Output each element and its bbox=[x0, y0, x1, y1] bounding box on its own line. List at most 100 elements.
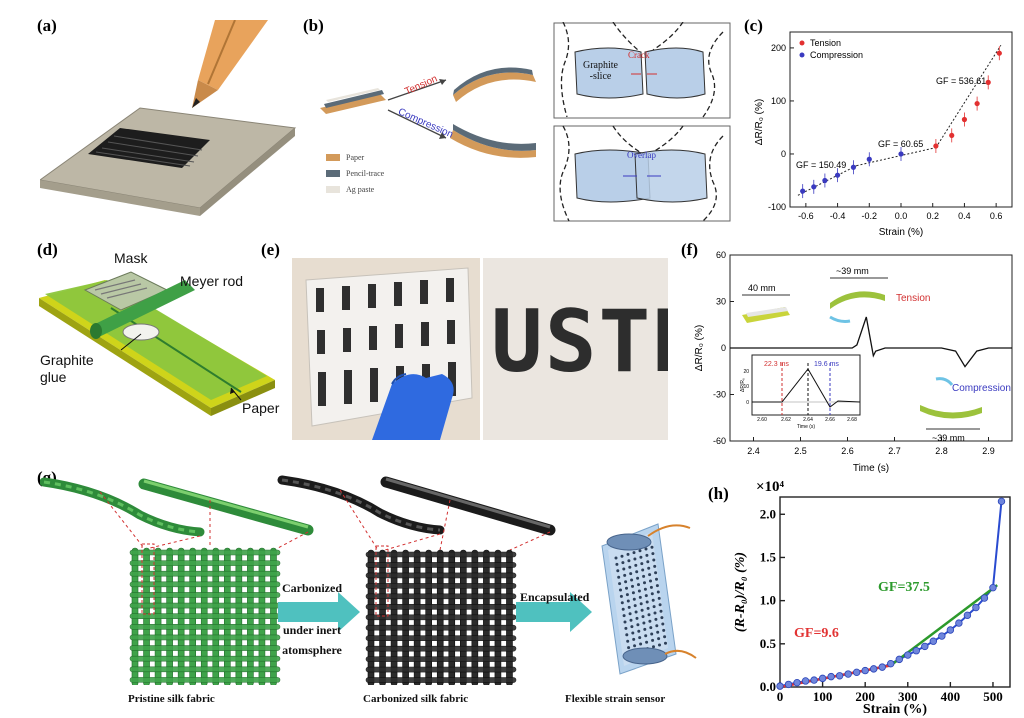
response-curve bbox=[730, 316, 1012, 368]
weave-weft-thread bbox=[365, 645, 517, 652]
chart-c-ytick-label: 0 bbox=[781, 149, 786, 159]
chart-h-point bbox=[895, 655, 903, 664]
tension-point bbox=[985, 79, 991, 85]
sensor-pattern-block bbox=[342, 286, 350, 310]
chart-h-xlabel: Strain (%) bbox=[863, 702, 928, 717]
sensor-grid-dot bbox=[658, 643, 661, 647]
compression-point bbox=[811, 184, 817, 190]
sensor-grid-dot bbox=[641, 615, 645, 619]
sensor-pattern-block bbox=[369, 326, 377, 350]
chart-c-fit-line bbox=[856, 147, 936, 167]
sensor-pattern-block bbox=[447, 320, 455, 344]
sensor-grid-dot bbox=[629, 618, 633, 622]
panel-a-label: (a) bbox=[37, 16, 57, 35]
sensor-grid-dot bbox=[657, 637, 661, 641]
sensor-grid-dot bbox=[620, 601, 624, 605]
chart-h-point bbox=[972, 603, 980, 612]
sensor-grid-dot bbox=[628, 565, 632, 569]
sensor-grid-dot bbox=[634, 610, 638, 614]
sensor-grid-dot bbox=[654, 617, 658, 621]
gf-label-3: GF = 536.61 bbox=[936, 76, 986, 86]
chart-f-xtick-label: 2.6 bbox=[841, 446, 854, 456]
pencil-icon bbox=[192, 20, 268, 108]
sensor-grid-dot bbox=[628, 612, 632, 616]
meyer-rod bbox=[90, 280, 195, 339]
sensor-grid-dot bbox=[648, 573, 652, 577]
sensor-strip-tension bbox=[830, 291, 885, 309]
sensor-grid-dot bbox=[663, 635, 667, 639]
chart-c-xtick-label: -0.6 bbox=[798, 211, 814, 221]
sensor-grid-dot bbox=[653, 564, 657, 568]
chart-c-xtick-label: -0.4 bbox=[830, 211, 846, 221]
sensor-grid-dot bbox=[632, 597, 636, 601]
inset-chart bbox=[751, 354, 861, 416]
chart-h-point bbox=[878, 663, 886, 671]
sensor-grid-dot bbox=[638, 595, 642, 599]
bent-sensor-photo bbox=[292, 258, 480, 440]
sensor-grid-dot bbox=[627, 605, 631, 609]
svg-text:Compression: Compression bbox=[810, 50, 863, 60]
chart-c-ytick-label: 100 bbox=[771, 96, 786, 106]
chart-c-ytick-label: 200 bbox=[771, 43, 786, 53]
sensor-pattern-block bbox=[394, 282, 402, 306]
graphite-slice-diagram bbox=[553, 22, 731, 222]
sensor-grid-dot bbox=[637, 589, 641, 593]
sensor-grid-dot bbox=[633, 604, 637, 608]
chart-f-xtick-label: 2.9 bbox=[982, 446, 995, 456]
chart-f-ylabel: ΔR/R₀ (%) bbox=[694, 325, 705, 371]
sensor-pattern-block bbox=[448, 362, 456, 396]
inset-xtick-2: 2.62 bbox=[781, 417, 791, 423]
sensor-grid-dot bbox=[640, 562, 644, 566]
sensor-grid-dot bbox=[635, 616, 639, 620]
compression-point bbox=[800, 188, 806, 194]
chart-h-xtick-label: 100 bbox=[813, 689, 833, 704]
tension-point bbox=[949, 132, 955, 139]
sensor-grid-dot bbox=[635, 570, 639, 574]
tension-point bbox=[996, 50, 1002, 56]
chart-h-xtick-label: 400 bbox=[941, 689, 961, 704]
sensor-pattern-block bbox=[395, 324, 403, 348]
chart-c-fit-line bbox=[935, 44, 1002, 148]
sensor-pattern-block bbox=[317, 330, 325, 354]
sensor-pattern-block bbox=[370, 368, 378, 402]
chart-h-ytick-label: 1.5 bbox=[760, 549, 777, 564]
chart-h-point bbox=[861, 666, 869, 675]
legend-ag-paste: Ag paste bbox=[346, 185, 375, 194]
tension-label-f: Tension bbox=[896, 293, 930, 304]
sensor-grid-dot bbox=[636, 623, 640, 627]
sensor-grid-dot bbox=[647, 566, 651, 570]
chart-h-point bbox=[827, 672, 835, 681]
sensor-grid-dot bbox=[647, 613, 651, 617]
inset-ytick-20: 20 bbox=[743, 369, 749, 375]
sensor-grid-dot bbox=[644, 547, 648, 551]
chart-h-point bbox=[989, 583, 997, 592]
sensor-grid-dot bbox=[634, 563, 638, 567]
sensor-grid-dot bbox=[614, 556, 618, 560]
chart-h-point bbox=[955, 619, 963, 627]
sensor-grid-dot bbox=[618, 582, 622, 586]
gf-label-2: GF = 60.65 bbox=[878, 139, 923, 149]
panel-f-label: (f) bbox=[681, 240, 698, 259]
sensor-grid-dot bbox=[656, 590, 660, 594]
carbonized-step-label: Carbonized under inert atomsphere bbox=[282, 581, 342, 657]
sensor-grid-dot bbox=[637, 583, 640, 587]
sensor-grid-dot bbox=[644, 594, 648, 598]
weave-weft-thread bbox=[129, 677, 281, 683]
sensor-strip-compression bbox=[920, 405, 982, 419]
sensor-grid-dot bbox=[638, 549, 642, 553]
encapsulate-arrow bbox=[516, 592, 592, 632]
chart-h-ytick-label: 2.0 bbox=[760, 506, 776, 521]
chart-h-point bbox=[980, 594, 989, 602]
chart-h-point bbox=[938, 632, 946, 640]
overlap-label: Overlap bbox=[627, 150, 656, 160]
tension-point bbox=[961, 116, 968, 123]
weave-weft-thread bbox=[365, 562, 517, 568]
chart-f-xtick-label: 2.4 bbox=[747, 446, 760, 456]
graphite-glue-label: Graphite glue bbox=[40, 352, 94, 385]
weave-weft-thread bbox=[129, 634, 281, 641]
weave-weft-thread bbox=[365, 677, 517, 683]
chart-h-point bbox=[852, 668, 861, 677]
chart-h-point bbox=[946, 626, 955, 634]
carbonize-arrow bbox=[278, 592, 360, 632]
